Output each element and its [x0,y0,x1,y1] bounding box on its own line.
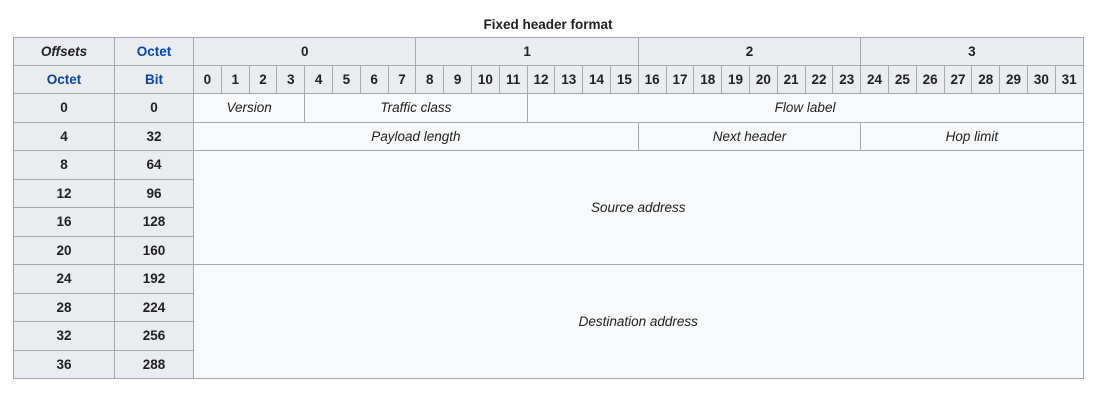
row-octet-offset: 8 [13,150,115,180]
bit-number-header: 3 [276,65,306,94]
octet-label-3: 3 [860,37,1084,66]
bit-number-header: 11 [498,65,528,94]
table-caption: Fixed header format [483,17,613,32]
bit-number-header: 5 [331,65,361,94]
field-flow-label: Flow label [526,93,1084,123]
row-bit-offset: 192 [114,264,194,294]
table-row: 4 32 Payload length Next header Hop limi… [13,121,1084,151]
bit-number-header: 8 [415,65,445,94]
bit-number-header: 20 [748,65,778,94]
row-octet-offset: 12 [13,178,115,208]
row-octet-offset: 24 [13,264,115,294]
bit-number-header: 15 [609,65,639,94]
field-source-address: Source address [193,150,1084,265]
row-octet-offset: 36 [13,349,115,379]
field-destination-address: Destination address [193,264,1084,379]
octet-label-2: 2 [637,37,862,66]
row-octet-offset: 28 [13,292,115,322]
octet-row-header[interactable]: Octet [13,65,115,94]
row-bit-offset: 96 [114,178,194,208]
bit-number-header: 19 [721,65,750,94]
octet-column-header[interactable]: Octet [114,37,194,66]
bit-number-header: 6 [359,65,389,94]
bit-number-header: 28 [971,65,1001,94]
bit-number-header: 2 [248,65,278,94]
table-row: 28 224 [13,292,1084,322]
bit-number-header: 9 [443,65,472,94]
bit-number-header: 7 [387,65,417,94]
row-bit-offset: 160 [114,235,194,265]
field-hop-limit: Hop limit [860,121,1084,151]
row-bit-offset: 256 [114,321,194,351]
row-bit-offset: 32 [114,121,194,151]
table-row: 20 160 [13,235,1084,265]
bit-number-header: 30 [1026,65,1056,94]
octet-label-1: 1 [415,37,639,66]
offsets-header: Offsets [13,37,115,66]
bit-number-header: 24 [860,65,889,94]
bit-number-header: 0 [193,65,222,94]
table-row: 0 0 Version Traffic class Flow label [13,93,1084,123]
bit-number-header: 26 [915,65,945,94]
field-version: Version [192,93,306,123]
row-bit-offset: 64 [114,150,194,180]
field-traffic-class: Traffic class [304,93,528,123]
table-row: 12 96 [13,178,1084,208]
row-bit-offset: 288 [114,349,194,379]
table-row: 24 192 Destination address [13,264,1084,379]
table-row: 32 256 [13,321,1084,351]
bit-number-header: 12 [526,65,556,94]
bit-number-header: 27 [943,65,973,94]
bit-number-header: 29 [999,65,1028,94]
bit-number-header: 31 [1054,65,1084,94]
row-octet-offset: 0 [13,93,115,123]
row-octet-offset: 20 [13,235,115,265]
row-octet-offset: 32 [13,321,115,351]
row-bit-offset: 224 [114,292,194,322]
bit-number-header: 1 [220,65,250,94]
octet-label-0: 0 [192,37,417,66]
octet-header-row: Offsets Octet 0 1 2 3 [13,37,1084,66]
bit-number-header: 23 [832,65,862,94]
bit-number-header: 21 [776,65,806,94]
table-row: 36 288 [13,349,1084,379]
bit-number-header: 22 [804,65,834,94]
bit-number-header: 17 [665,65,695,94]
field-next-header: Next header [637,121,862,151]
bit-number-header: 10 [470,65,500,94]
row-bit-offset: 128 [114,207,194,237]
field-payload-length: Payload length [193,121,639,151]
bit-number-header: 13 [554,65,584,94]
bit-number-header: 4 [304,65,333,94]
bit-number-header: 18 [693,65,723,94]
bit-number-header: 14 [582,65,611,94]
table-row: 8 64 Source address [13,150,1084,265]
bit-column-header[interactable]: Bit [114,65,194,94]
bit-number-header: 16 [637,65,667,94]
row-bit-offset: 0 [114,93,194,123]
bit-number-header: 25 [887,65,917,94]
row-octet-offset: 16 [13,207,115,237]
row-octet-offset: 4 [13,121,115,151]
